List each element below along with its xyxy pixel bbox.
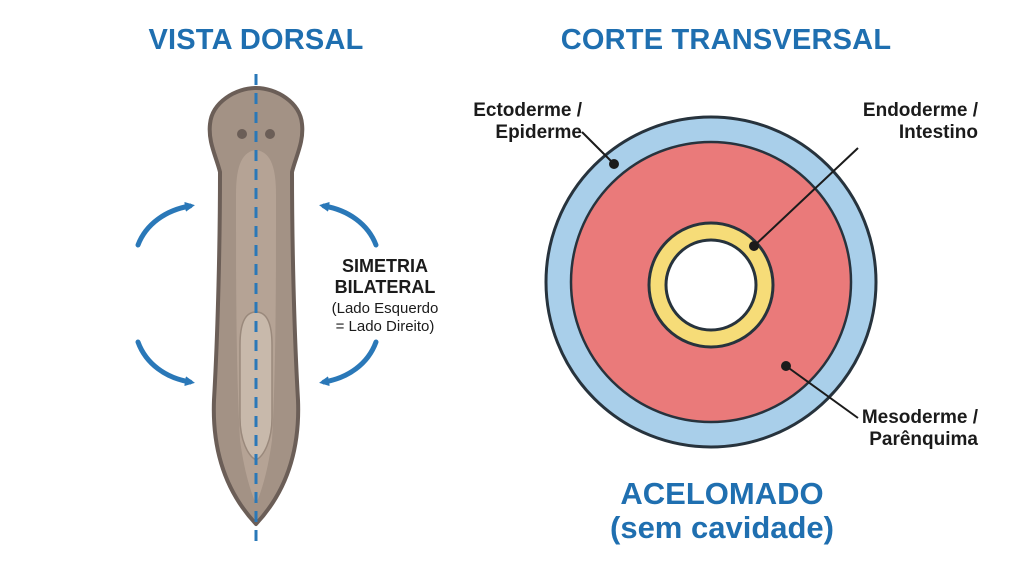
eyespot-right	[265, 129, 275, 139]
endoderm-label: Endoderme / Intestino	[863, 100, 978, 144]
endoderm-label-line-1: Endoderme /	[862, 100, 978, 121]
symmetry-title-line-1: SIMETRIA	[341, 256, 428, 276]
caption-line-2: (sem cavidade)	[610, 510, 834, 545]
cross-section	[544, 115, 878, 449]
ectoderm-label-line-1: Ectoderme /	[473, 100, 582, 121]
endoderm-label-line-2: Intestino	[898, 122, 978, 143]
corte-transversal-title: CORTE TRANSVERSAL	[560, 24, 892, 56]
mesoderm-label: Mesoderme / Parênquima	[862, 407, 978, 451]
vista-dorsal-title: VISTA DORSAL	[148, 24, 364, 56]
ectoderm-label: Ectoderme / Epiderme	[473, 100, 582, 144]
symmetry-arrows	[135, 201, 379, 387]
endoderm-pointer-dot	[749, 241, 759, 251]
symmetry-title: SIMETRIA BILATERAL	[332, 256, 439, 298]
eyespot-left	[237, 129, 247, 139]
flatworm-dorsal-view	[207, 74, 305, 546]
symmetry-title-line-2: BILATERAL	[334, 277, 436, 297]
symmetry-label: SIMETRIA BILATERAL (Lado Esquerdo = Lado…	[332, 256, 439, 336]
caption-line-1: ACELOMADO	[620, 476, 824, 511]
curved-arrow-icon	[135, 201, 195, 248]
ectoderm-label-line-2: Epiderme	[495, 122, 582, 143]
symmetry-note: (Lado Esquerdo = Lado Direito)	[332, 300, 439, 336]
gut-lumen	[664, 238, 758, 332]
acelomado-caption: ACELOMADO (sem cavidade)	[610, 477, 834, 545]
mesoderm-label-line-2: Parênquima	[869, 429, 978, 450]
symmetry-note-line-1: (Lado Esquerdo	[331, 300, 439, 317]
ectoderm-pointer-dot	[609, 159, 619, 169]
leader-lines	[581, 131, 859, 419]
mesoderm-pointer-dot	[781, 361, 791, 371]
mesoderm-label-line-1: Mesoderme /	[861, 407, 978, 428]
curved-arrow-icon	[319, 339, 379, 387]
curved-arrow-icon	[319, 201, 379, 248]
curved-arrow-icon	[135, 339, 195, 387]
symmetry-note-line-2: = Lado Direito)	[335, 318, 435, 335]
